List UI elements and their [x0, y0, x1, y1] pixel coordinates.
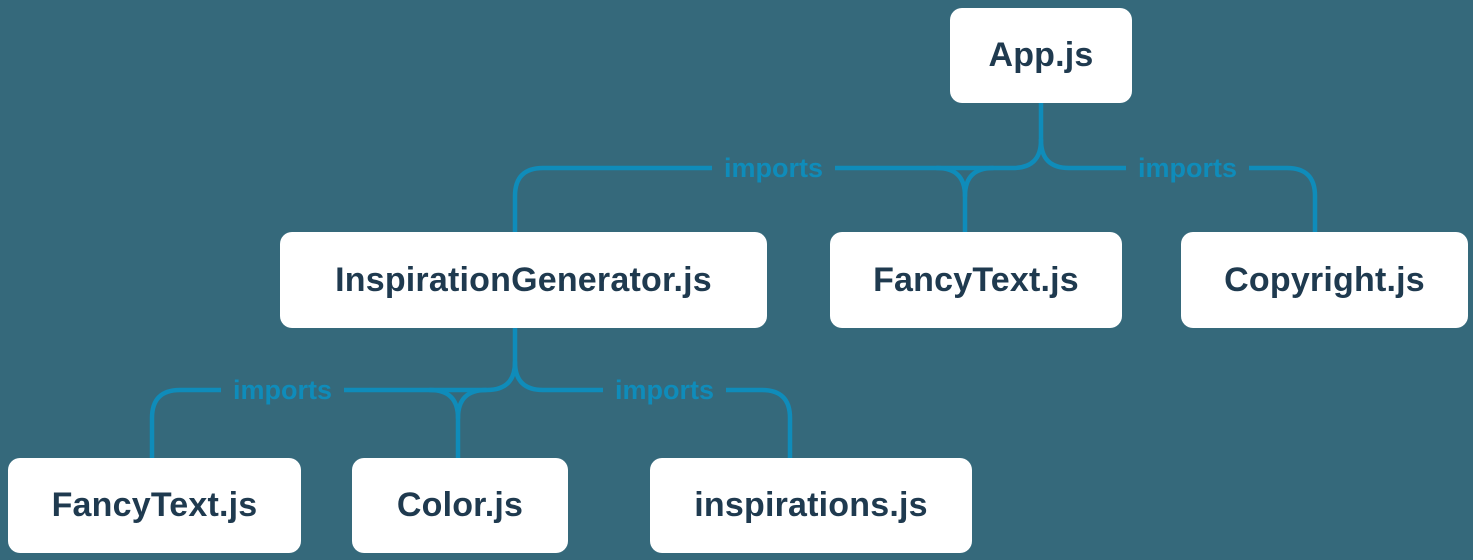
edge-label-imports-ig: imports — [712, 152, 836, 186]
node-label: Copyright.js — [1224, 260, 1425, 299]
node-label: InspirationGenerator.js — [335, 260, 712, 299]
node-label: App.js — [988, 36, 1094, 74]
edge-label-imports-inspirations: imports — [603, 374, 727, 408]
node-label: inspirations.js — [694, 486, 928, 524]
node-label: FancyText.js — [51, 486, 258, 524]
edge-app-to-copyright — [1038, 137, 1318, 235]
edge-label-imports-fancytext: imports — [221, 374, 345, 408]
node-inspirations-js: inspirations.js — [650, 458, 972, 553]
node-copyright-js: Copyright.js — [1181, 232, 1468, 328]
node-app-js: App.js — [950, 8, 1132, 103]
edge-app-to-inspirationgenerator — [512, 137, 1044, 235]
node-fancy-text-js-top: FancyText.js — [830, 232, 1122, 328]
edge-app-to-fancytext — [934, 165, 968, 235]
node-inspiration-generator-js: InspirationGenerator.js — [280, 232, 767, 328]
edge-ig-to-color-fillet — [455, 387, 489, 421]
edge-ig-to-color — [427, 387, 461, 461]
node-fancy-text-js-bottom: FancyText.js — [8, 458, 301, 553]
node-label: FancyText.js — [873, 260, 1079, 299]
edge-ig-to-inspirations — [512, 359, 793, 461]
edge-app-to-fancytext-fillet — [962, 165, 996, 199]
node-color-js: Color.js — [352, 458, 568, 553]
node-label: Color.js — [396, 486, 524, 524]
edge-label-imports-copyright: imports — [1126, 152, 1250, 186]
